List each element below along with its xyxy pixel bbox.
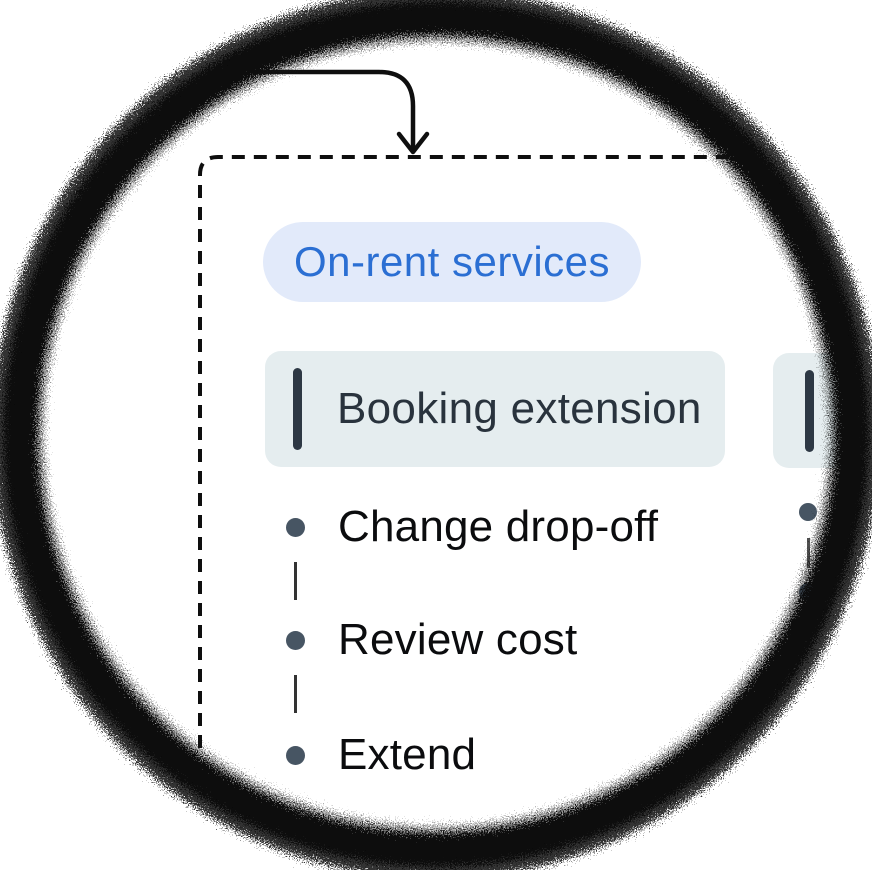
list-item-extend: Extend [286, 729, 476, 781]
list-item-label: Change drop-off [338, 502, 659, 551]
bullet-dot-icon [799, 583, 817, 601]
card-booking-extension: Booking extension [265, 351, 725, 467]
card-partial-right: A [773, 353, 848, 468]
card-accent-bar [293, 368, 302, 450]
bullet-dot-icon [799, 503, 817, 521]
flow-arrow-line [253, 69, 416, 151]
card-title-partial: A [842, 386, 848, 436]
list-item-label: Extend [338, 730, 477, 779]
circle-viewport: On-rent services Booking extension Chang… [24, 22, 848, 846]
list-item-review-cost: Review cost [286, 614, 577, 666]
bullet-dot-icon [286, 517, 305, 537]
step-connector-line [294, 675, 297, 713]
group-label: On-rent services [293, 238, 611, 285]
bullet-dot-icon [286, 745, 305, 765]
group-label-pill: On-rent services [263, 222, 641, 302]
step-connector-line [807, 538, 810, 568]
card-title: Booking extension [337, 384, 702, 433]
step-connector-line [294, 562, 297, 600]
diagram-canvas: On-rent services Booking extension Chang… [24, 22, 848, 846]
list-item-change-drop-off: Change drop-off [286, 501, 658, 553]
bullet-dot-icon [286, 630, 305, 650]
card-accent-bar [805, 369, 814, 452]
list-item-label: Review cost [338, 615, 578, 664]
